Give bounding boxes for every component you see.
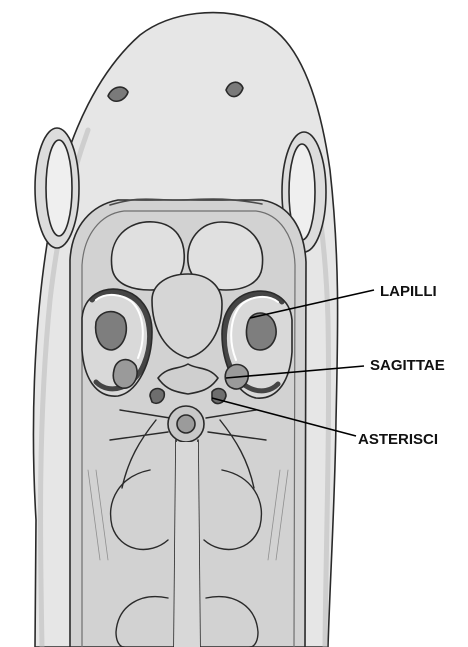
ganglion-core: [177, 415, 195, 433]
head-illustration: [33, 13, 337, 647]
spinal-cord-fill: [174, 442, 200, 647]
label-asterisci: ASTERISCI: [358, 431, 438, 448]
sagitta-left: [113, 360, 137, 389]
label-sagittae: SAGITTAE: [370, 357, 445, 374]
nostril-right-icon: [226, 82, 243, 96]
lapillus-left: [96, 312, 127, 350]
asteriscus-left: [150, 389, 164, 404]
eye-left-inner: [46, 140, 72, 236]
label-lapilli: LAPILLI: [380, 283, 437, 300]
